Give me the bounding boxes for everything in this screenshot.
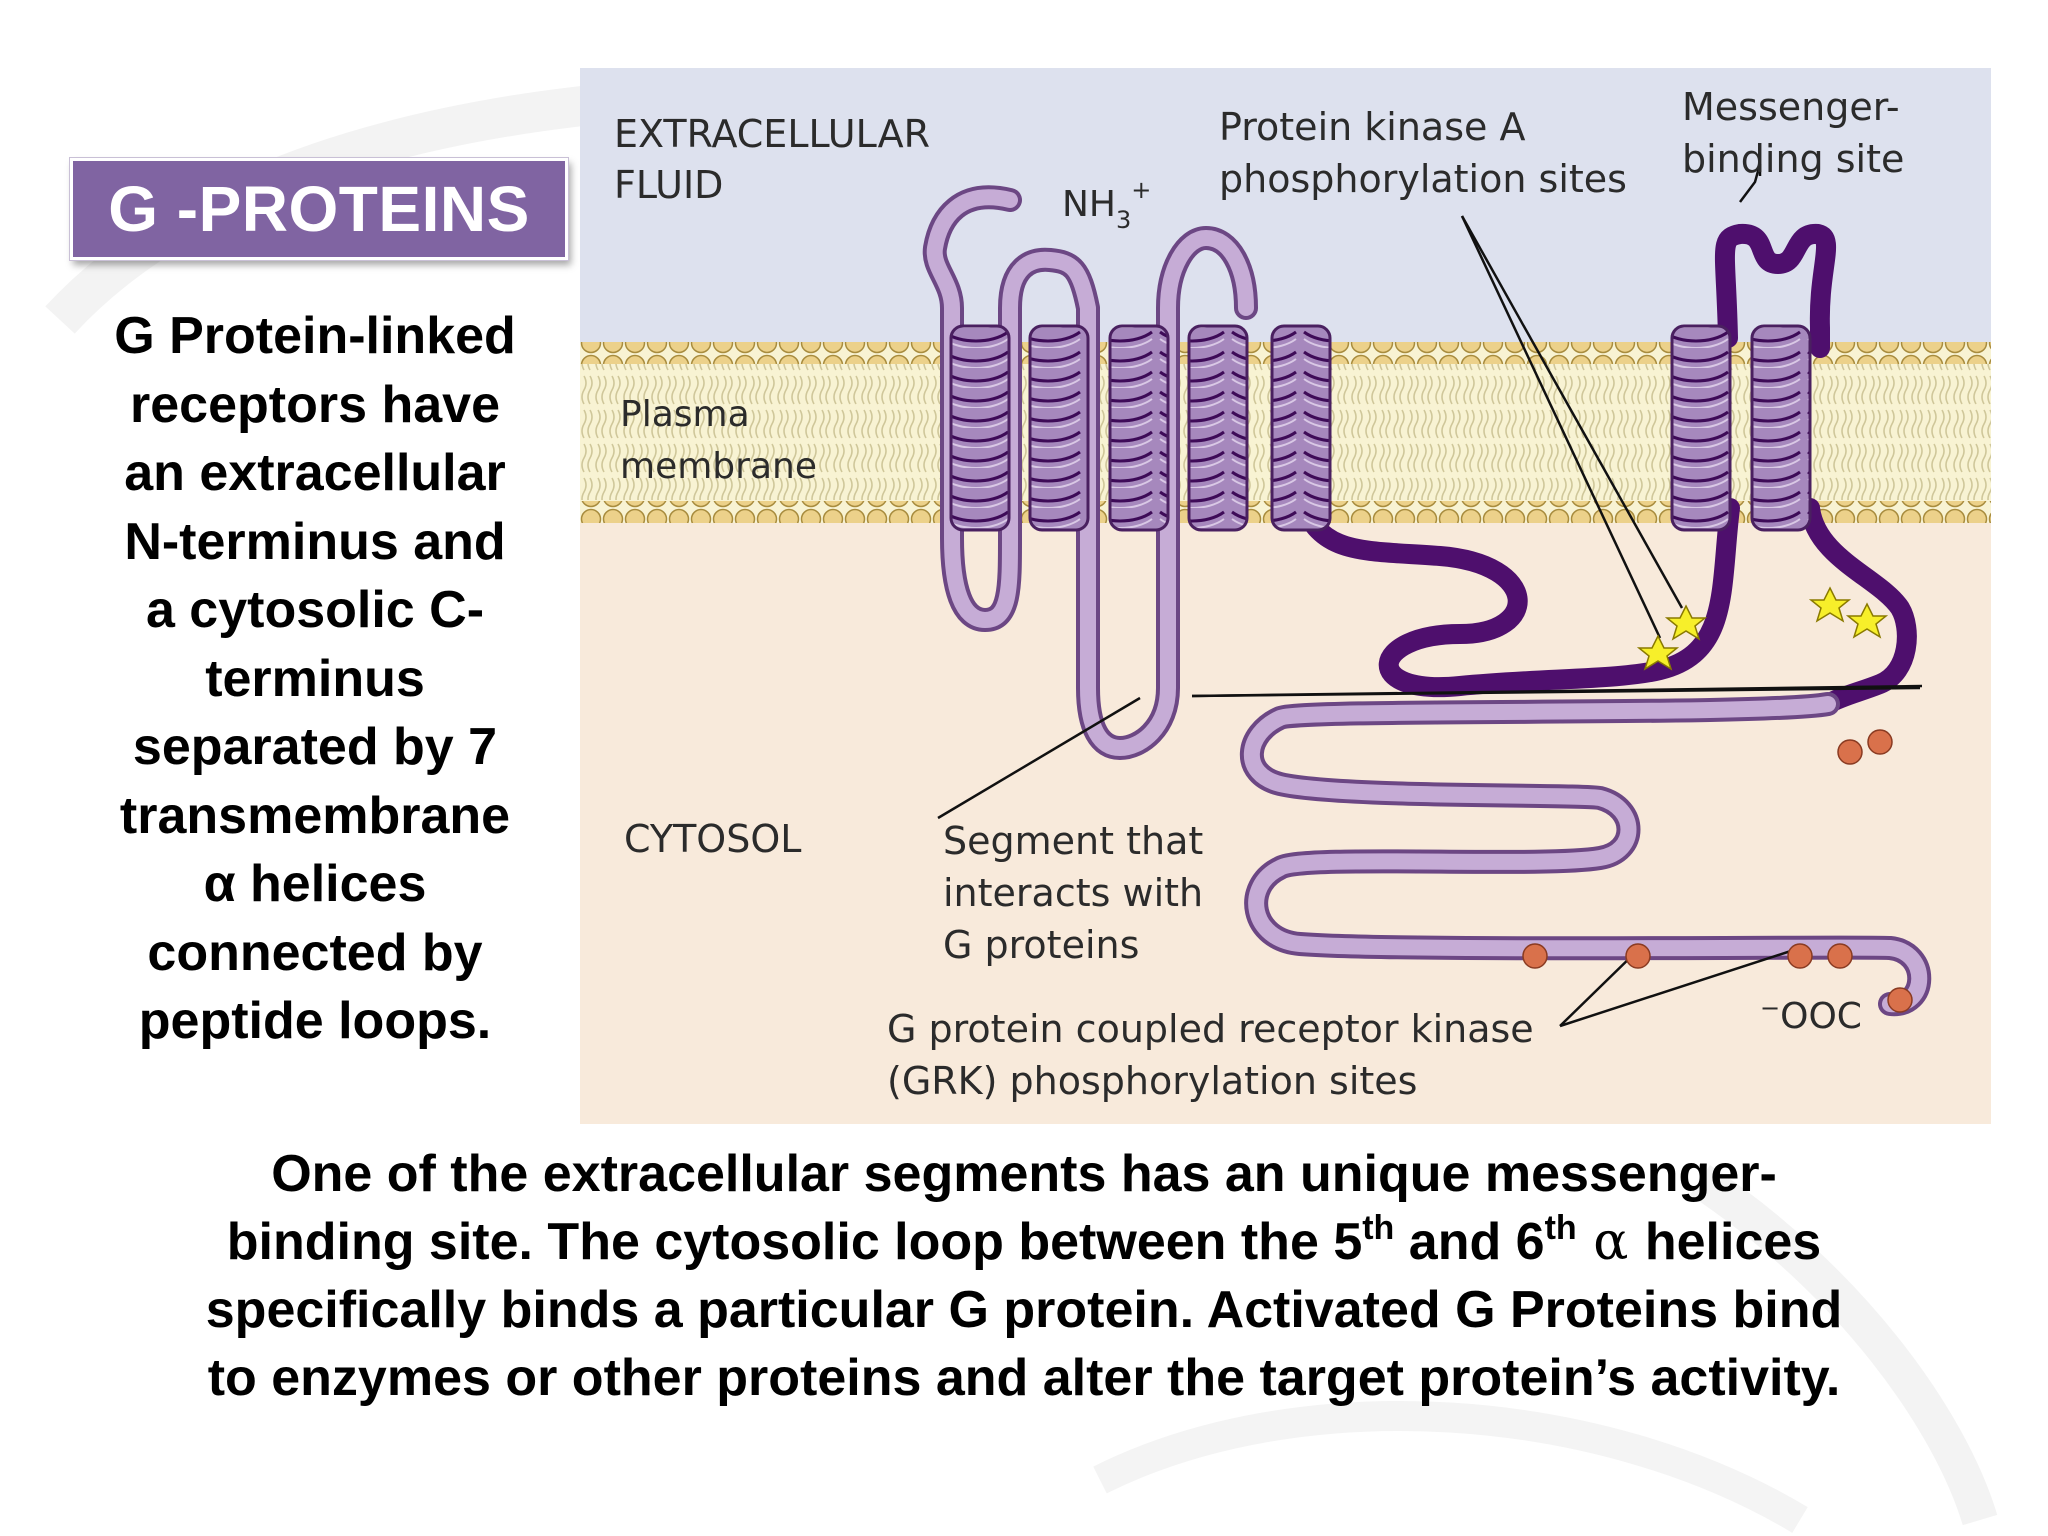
- side-line: peptide loops.: [138, 992, 492, 1050]
- label-cytosol: CYTOSOL: [624, 817, 801, 861]
- helix-4: [1187, 324, 1249, 532]
- leader-lines: [937, 163, 1923, 1028]
- star-icon: [1845, 602, 1889, 639]
- side-line: terminus: [205, 649, 425, 708]
- label-messenger-2: binding site: [1682, 137, 1904, 181]
- label-fluid: FLUID: [614, 163, 723, 207]
- cytosol-region: [580, 523, 1991, 1124]
- nh3-sup: +: [1131, 176, 1151, 204]
- star-icon: [1664, 604, 1708, 641]
- cooh-text: OOC: [1780, 996, 1862, 1037]
- label-plasma: Plasma: [620, 394, 750, 435]
- slide-title: G -PROTEINS: [70, 158, 568, 260]
- helix-7: [1750, 324, 1812, 532]
- bottom-line-2: binding site. The cytosolic loop between…: [80, 1208, 1968, 1276]
- helix-2: [1028, 324, 1090, 532]
- superscript-th: th: [1544, 1209, 1577, 1247]
- side-line: G Protein-linked: [114, 307, 516, 365]
- superscript-th: th: [1362, 1209, 1395, 1247]
- nh3-text: NH: [1062, 184, 1116, 225]
- grk-dot: [1522, 943, 1548, 969]
- grk-dot: [1625, 943, 1651, 969]
- side-line: separated by 7: [132, 718, 498, 776]
- side-line: N-terminus and: [124, 512, 506, 571]
- side-line: a cytosolic C-: [145, 581, 485, 639]
- label-messenger-1: Messenger-: [1682, 85, 1900, 129]
- grk-dot: [1867, 729, 1893, 755]
- transmembrane-helices: [949, 324, 1812, 532]
- bottom-line-2c: helices: [1644, 1213, 1822, 1271]
- pka-phosphorylation-stars: [1636, 586, 1889, 671]
- grk-dot: [1837, 739, 1863, 765]
- grk-dot: [1827, 943, 1853, 969]
- helix-5: [1270, 324, 1332, 532]
- helix-3: [1108, 324, 1170, 532]
- helix-6: [1670, 324, 1732, 532]
- grk-dot: [1787, 943, 1813, 969]
- side-line: transmembrane: [119, 786, 511, 845]
- bottom-description: One of the extracellular segments has an…: [80, 1140, 1968, 1412]
- label-extracellular: EXTRACELLULAR: [614, 112, 930, 156]
- bottom-line-1: One of the extracellular segments has an…: [271, 1145, 1777, 1203]
- nh3-sub: 3: [1116, 206, 1131, 234]
- label-segment-2: interacts with: [943, 871, 1203, 915]
- label-grk-2: (GRK) phosphorylation sites: [887, 1059, 1417, 1103]
- side-line: connected by: [147, 923, 483, 982]
- label-grk-1: G protein coupled receptor kinase: [887, 1007, 1534, 1051]
- label-segment-3: G proteins: [943, 923, 1139, 967]
- extracellular-region: [580, 68, 1991, 342]
- label-membrane: membrane: [620, 446, 817, 487]
- alpha-symbol: α: [1576, 1212, 1645, 1272]
- side-line: α helices: [203, 855, 427, 913]
- bottom-line-2a: binding site. The cytosolic loop between…: [226, 1213, 1363, 1271]
- star-icon: [1636, 634, 1680, 671]
- grk-dot: [1887, 987, 1913, 1013]
- label-pka-1: Protein kinase A: [1219, 105, 1525, 149]
- label-segment-1: Segment that: [943, 819, 1203, 863]
- helix-1: [949, 324, 1011, 532]
- label-nh3: NH3+: [1062, 176, 1151, 234]
- star-icon: [1808, 586, 1852, 623]
- bottom-line-4: to enzymes or other proteins and alter t…: [207, 1349, 1841, 1407]
- c-terminal-tail: [1800, 498, 1917, 714]
- side-description: G Protein-linked receptors have an extra…: [78, 302, 552, 1056]
- label-cooh: −OOC: [1760, 994, 1862, 1037]
- bottom-line-2b: and 6: [1394, 1213, 1545, 1271]
- side-line: an extracellular: [124, 444, 506, 502]
- bottom-line-3: specifically binds a particular G protei…: [205, 1281, 1843, 1339]
- g-protein-binding-loop: [1290, 488, 1740, 698]
- label-pka-2: phosphorylation sites: [1219, 157, 1627, 201]
- messenger-binding-loop: [1714, 224, 1837, 358]
- gpcr-diagram-svg: EXTRACELLULAR FLUID NH3+ Protein kinase …: [580, 68, 1991, 1124]
- gpcr-diagram: EXTRACELLULAR FLUID NH3+ Protein kinase …: [580, 68, 1991, 1124]
- grk-phosphorylation-dots: [1522, 729, 1913, 1013]
- side-line: receptors have: [130, 375, 500, 434]
- cooh-sup: −: [1760, 994, 1780, 1022]
